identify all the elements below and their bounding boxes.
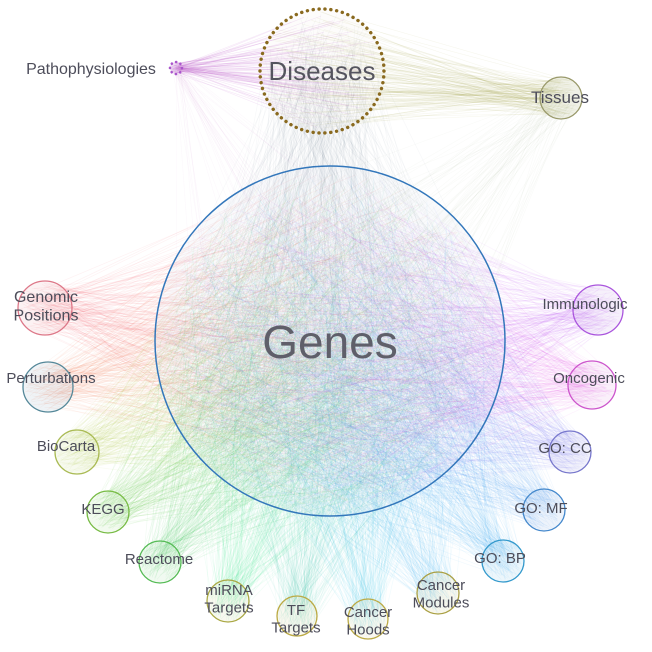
label-go_mf: GO: MF bbox=[514, 500, 567, 517]
label-diseases: Diseases bbox=[269, 56, 376, 86]
node-genes[interactable] bbox=[154, 165, 506, 517]
node-tf_targets[interactable] bbox=[276, 595, 318, 637]
edge-fan-genomic_positions-genes bbox=[20, 174, 489, 503]
node-go_cc[interactable] bbox=[548, 430, 592, 474]
label-genes: Genes bbox=[262, 316, 398, 368]
node-perturbations[interactable] bbox=[22, 361, 74, 413]
edge-fan-go_cc-genes bbox=[160, 176, 590, 507]
edge-fan-tissues-genes bbox=[162, 81, 581, 500]
edge-fan-tf_targets-genes bbox=[184, 182, 500, 633]
edge-fan-immunologic-genes bbox=[163, 198, 620, 507]
label-kegg: KEGG bbox=[81, 501, 124, 518]
label-tissues: Tissues bbox=[531, 88, 589, 107]
edge-fan-perturbations-genes bbox=[24, 174, 481, 501]
edge-fan-diseases-genes bbox=[160, 14, 499, 511]
label-reactome: Reactome bbox=[125, 551, 193, 568]
node-diseases[interactable] bbox=[258, 7, 386, 135]
edge-fan-cancer_modules-genes bbox=[165, 176, 494, 613]
edge-fan-mirna_targets-genes bbox=[162, 175, 491, 621]
edge-fan-biocarta-genes bbox=[56, 177, 495, 504]
edge-fan-cancer_hoods-genes bbox=[165, 175, 496, 637]
nodes-layer bbox=[17, 7, 624, 640]
label-go_cc: GO: CC bbox=[538, 440, 592, 457]
node-cancer_modules[interactable] bbox=[416, 571, 460, 615]
node-pathophysiologies[interactable] bbox=[168, 60, 184, 76]
node-reactome[interactable] bbox=[138, 540, 182, 584]
node-oncogenic[interactable] bbox=[567, 360, 617, 410]
node-mirna_targets[interactable] bbox=[206, 579, 250, 623]
edge-fan-reactome-genes bbox=[141, 178, 496, 582]
edge-fan-pathophysiologies-genes bbox=[170, 63, 496, 502]
node-biocarta[interactable] bbox=[54, 429, 100, 475]
node-cancer_hoods[interactable] bbox=[347, 598, 389, 640]
label-biocarta: BioCarta bbox=[37, 438, 96, 455]
edges-layer bbox=[20, 11, 620, 637]
node-tissues[interactable] bbox=[539, 76, 583, 120]
labels-layer: Genes Diseases PathophysiologiesTissuesGen… bbox=[6, 56, 628, 638]
edge-fan-kegg-genes bbox=[88, 179, 500, 529]
node-go_mf[interactable] bbox=[522, 488, 566, 532]
label-oncogenic: Oncogenic bbox=[553, 370, 625, 387]
node-genomic_positions[interactable] bbox=[17, 280, 73, 336]
edge-fan-go_mf-genes bbox=[163, 176, 564, 530]
label-immunologic: Immunologic bbox=[542, 296, 628, 313]
node-kegg[interactable] bbox=[86, 490, 130, 534]
edge-fan-pathophysiologies-diseases bbox=[170, 15, 379, 128]
label-pathophysiologies: Pathophysiologies bbox=[26, 61, 156, 78]
edge-fan-go_bp-genes bbox=[180, 190, 523, 580]
label-perturbations: Perturbations bbox=[6, 370, 95, 387]
label-go_bp: GO: BP bbox=[474, 550, 526, 567]
node-immunologic[interactable] bbox=[572, 284, 624, 336]
edge-fan-oncogenic-genes bbox=[167, 182, 615, 503]
node-go_bp[interactable] bbox=[481, 539, 525, 583]
